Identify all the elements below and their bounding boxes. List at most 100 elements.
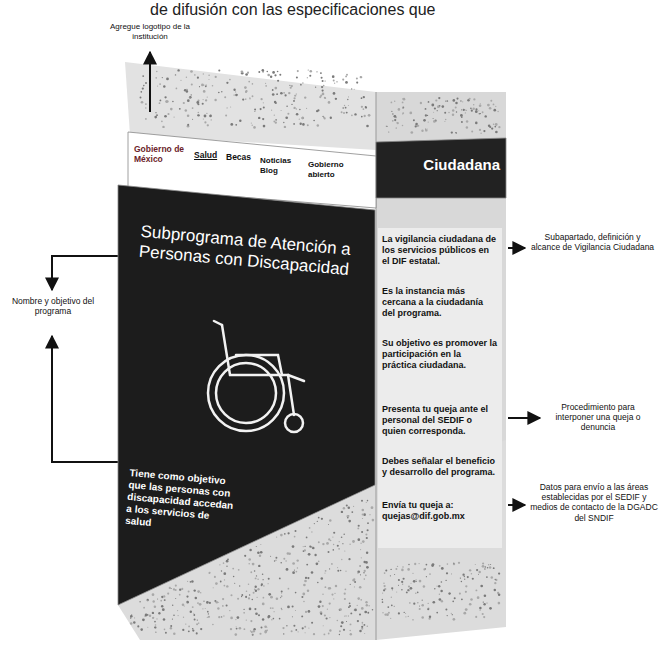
speckle-dot xyxy=(173,632,176,635)
speckle-dot xyxy=(491,576,494,579)
speckle-dot xyxy=(179,589,181,591)
speckle-dot xyxy=(336,98,338,100)
speckle-dot xyxy=(483,603,485,605)
speckle-dot xyxy=(388,612,390,614)
speckle-dot xyxy=(482,111,484,113)
speckle-dot xyxy=(143,607,145,609)
speckle-dot xyxy=(274,101,276,103)
speckle-dot xyxy=(470,108,472,110)
speckle-dot xyxy=(402,584,403,585)
speckle-dot xyxy=(433,120,436,123)
speckle-dot xyxy=(462,574,464,576)
speckle-dot xyxy=(428,101,430,103)
speckle-dot xyxy=(318,541,320,543)
speckle-dot xyxy=(475,616,477,618)
speckle-dot xyxy=(420,102,422,104)
speckle-dot xyxy=(147,599,149,601)
speckle-dot xyxy=(252,599,254,601)
speckle-dot xyxy=(366,125,369,128)
speckle-dot xyxy=(362,622,364,624)
speckle-dot xyxy=(343,112,345,114)
speckle-dot xyxy=(307,577,309,579)
speckle-dot xyxy=(471,130,473,132)
speckle-dot xyxy=(480,585,483,588)
speckle-dot xyxy=(324,97,326,99)
logo-text: Gobierno de México xyxy=(134,144,188,164)
speckle-dot xyxy=(427,608,429,610)
speckle-dot xyxy=(421,130,423,132)
speckle-dot xyxy=(365,534,367,536)
speckle-dot xyxy=(212,85,214,87)
speckle-dot xyxy=(403,98,406,101)
speckle-dot xyxy=(275,121,277,123)
speckle-dot xyxy=(354,89,355,90)
speckle-dot xyxy=(226,82,228,84)
speckle-dot xyxy=(348,615,349,616)
speckle-dot xyxy=(286,568,289,571)
speckle-dot xyxy=(482,562,484,564)
speckle-dot xyxy=(190,70,193,73)
speckle-dot xyxy=(464,579,465,580)
speckle-dot xyxy=(470,598,473,601)
speckle-dot xyxy=(224,585,226,587)
speckle-dot xyxy=(366,552,368,554)
speckle-dot xyxy=(318,517,320,519)
speckle-dot xyxy=(294,95,296,97)
speckle-dot xyxy=(401,589,403,591)
speckle-dot xyxy=(428,603,429,604)
speckle-dot xyxy=(364,115,366,117)
speckle-dot xyxy=(271,110,272,111)
speckle-dot xyxy=(280,534,283,537)
speckle-dot xyxy=(183,617,184,618)
speckle-dot xyxy=(301,615,303,617)
speckle-dot xyxy=(230,123,233,126)
speckle-dot xyxy=(195,597,198,600)
speckle-dot xyxy=(157,86,158,87)
speckle-dot xyxy=(322,594,323,595)
speckle-dot xyxy=(367,612,369,614)
speckle-dot xyxy=(259,633,261,635)
speckle-dot xyxy=(325,80,326,81)
speckle-dot xyxy=(333,79,335,81)
speckle-dot xyxy=(194,74,195,75)
speckle-dot xyxy=(263,585,265,587)
speckle-dot xyxy=(241,594,243,596)
speckle-dot xyxy=(303,584,306,587)
speckle-dot xyxy=(234,94,235,95)
speckle-dot xyxy=(256,546,257,547)
speckle-dot xyxy=(191,94,192,95)
leader-arrow xyxy=(508,504,525,506)
speckle-dot xyxy=(253,126,256,129)
speckle-dot xyxy=(236,626,237,627)
speckle-dot xyxy=(351,115,353,117)
speckle-dot xyxy=(357,620,359,622)
speckle-dot xyxy=(221,570,222,571)
speckle-dot xyxy=(317,124,320,127)
speckle-dot xyxy=(322,93,325,96)
speckle-dot xyxy=(480,609,481,610)
speckle-dot xyxy=(366,502,367,503)
speckle-dot xyxy=(407,589,409,591)
speckle-dot xyxy=(351,88,352,89)
speckle-dot xyxy=(154,116,157,119)
speckle-dot xyxy=(302,627,304,629)
speckle-dot xyxy=(479,104,482,107)
speckle-dot xyxy=(212,624,214,626)
speckle-dot xyxy=(155,77,157,79)
speckle-dot xyxy=(224,579,225,580)
speckle-dot xyxy=(308,69,309,70)
speckle-dot xyxy=(466,110,467,111)
speckle-dot xyxy=(256,575,257,576)
speckle-dot xyxy=(454,597,456,599)
speckle-dot xyxy=(361,106,363,108)
speckle-dot xyxy=(198,112,200,114)
speckle-dot xyxy=(361,557,362,558)
speckle-dot xyxy=(498,126,500,128)
speckle-dot xyxy=(213,587,214,588)
speckle-dot xyxy=(383,585,385,587)
speckle-dot xyxy=(263,125,266,128)
speckle-dot xyxy=(254,111,255,112)
speckle-dot xyxy=(391,597,392,598)
speckle-dot xyxy=(467,576,469,578)
speckle-dot xyxy=(180,80,181,81)
